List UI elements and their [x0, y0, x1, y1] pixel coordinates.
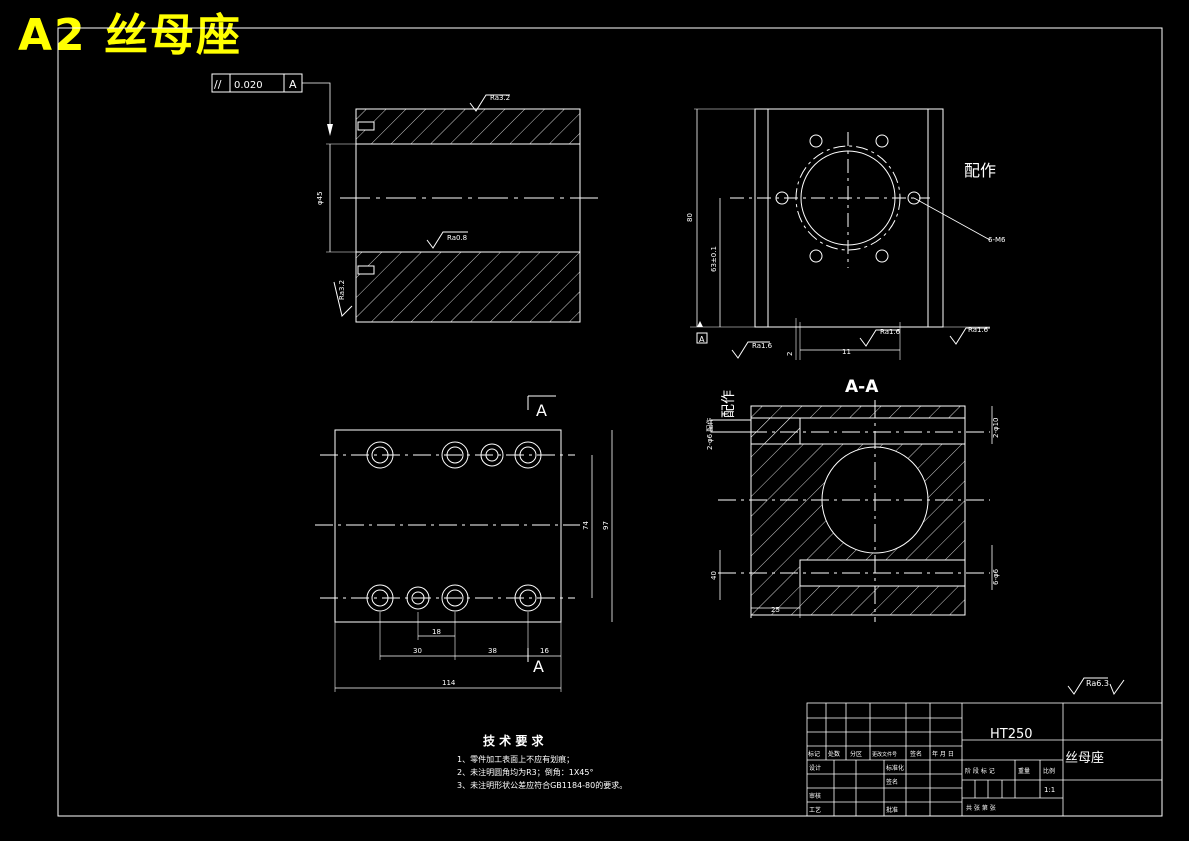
section-mark-top: A — [536, 401, 547, 420]
sheet-border — [57, 27, 1163, 817]
roughness-br: Ra1.6 — [968, 326, 989, 334]
roughness-left: Ra3.2 — [338, 280, 346, 300]
tb-label-0: 标记 — [808, 750, 820, 758]
title-block — [806, 702, 1163, 817]
drawing-title: A2 丝母座 — [18, 10, 242, 61]
tb-sheets: 共 张 第 张 — [966, 804, 996, 812]
tolerance-symbol: // — [214, 78, 222, 91]
tb-approve: 批准 — [886, 806, 898, 814]
bottom-width-dim: 11 — [842, 348, 851, 356]
tb-label-2: 分区 — [850, 750, 862, 758]
notes-heading: 技 术 要 求 — [483, 733, 545, 748]
sec-left-dim: 2-φ6 配作 — [705, 418, 714, 450]
peizuo2-label: 配作 — [721, 390, 737, 418]
center-height-dim: 63±0.1 — [710, 246, 718, 272]
dim-16: 16 — [540, 647, 549, 655]
section-aa-view: A-A 配作 2-φ6 配作 2-φ10 6-φ6 40 25 — [705, 377, 1000, 622]
tb-label-5: 年 月 日 — [932, 750, 954, 758]
front-section-view: φ45 // 0.020 A Ra3.2 Ra0.8 Ra3.2 — [211, 73, 598, 323]
tb-label-4: 签名 — [910, 750, 922, 758]
dim-30: 30 — [413, 647, 422, 655]
tb-check: 审核 — [809, 792, 821, 800]
note-2: 2、未注明圆角均为R3；倒角：1X45° — [457, 767, 594, 777]
tb-process: 工艺 — [809, 806, 821, 814]
sec-top-dim: 2-φ10 — [992, 417, 1000, 438]
roughness-bl: Ra1.6 — [752, 342, 773, 350]
tolerance-datum: A — [289, 78, 297, 91]
note-3: 3、未注明形状公差应符合GB1184-80的要求。 — [457, 780, 627, 790]
section-title: A-A — [845, 377, 879, 397]
roughness-bm: Ra1.6 — [880, 328, 901, 336]
title-block-text: HT250 丝母座 标记 处数 分区 更改文件号 签名 年 月 日 设计 标准化… — [808, 727, 1104, 814]
dim-38: 38 — [488, 647, 497, 655]
general-roughness: Ra6.3 — [1086, 679, 1109, 688]
bore-dim: φ45 — [316, 191, 324, 205]
roughness-top: Ra3.2 — [490, 94, 510, 102]
height-dim: 80 — [686, 213, 694, 222]
tb-sign: 签名 — [886, 778, 898, 786]
sec-25-dim: 25 — [771, 606, 780, 614]
sec-right-dim: 6-φ6 — [992, 568, 1000, 585]
tb-stage: 阶 段 标 记 — [965, 767, 995, 775]
dim-97: 97 — [602, 521, 610, 530]
bottom-gap-dim: 2 — [786, 352, 794, 356]
holes-label: 6-M6 — [988, 236, 1006, 244]
sec-40-dim: 40 — [710, 571, 718, 580]
side-view: 6-M6 配作 80 63±0.1 A 11 2 Ra1.6 Ra1.6 Ra1… — [686, 108, 1006, 360]
note-1: 1、零件加工表面上不应有划痕； — [457, 754, 574, 764]
section-mark-bottom: A — [533, 657, 544, 676]
tolerance-value: 0.020 — [234, 80, 263, 91]
dim-114: 114 — [442, 679, 456, 687]
tb-label-3: 更改文件号 — [872, 751, 897, 758]
material: HT250 — [990, 727, 1033, 742]
dim-18: 18 — [432, 628, 441, 636]
tb-scale-val: 1:1 — [1044, 786, 1055, 794]
datum-a: A — [699, 335, 705, 344]
part-name: 丝母座 — [1065, 751, 1104, 766]
tb-label-1: 处数 — [828, 750, 840, 758]
top-view: A A 74 97 18 30 38 16 114 — [315, 395, 613, 692]
roughness-bore: Ra0.8 — [447, 234, 467, 242]
tb-scale: 比例 — [1043, 767, 1055, 775]
tb-standard: 标准化 — [886, 764, 904, 772]
tb-design: 设计 — [809, 764, 821, 772]
dim-74: 74 — [582, 521, 590, 530]
peizuo-label: 配作 — [964, 161, 996, 180]
tb-weight: 重量 — [1018, 767, 1030, 775]
